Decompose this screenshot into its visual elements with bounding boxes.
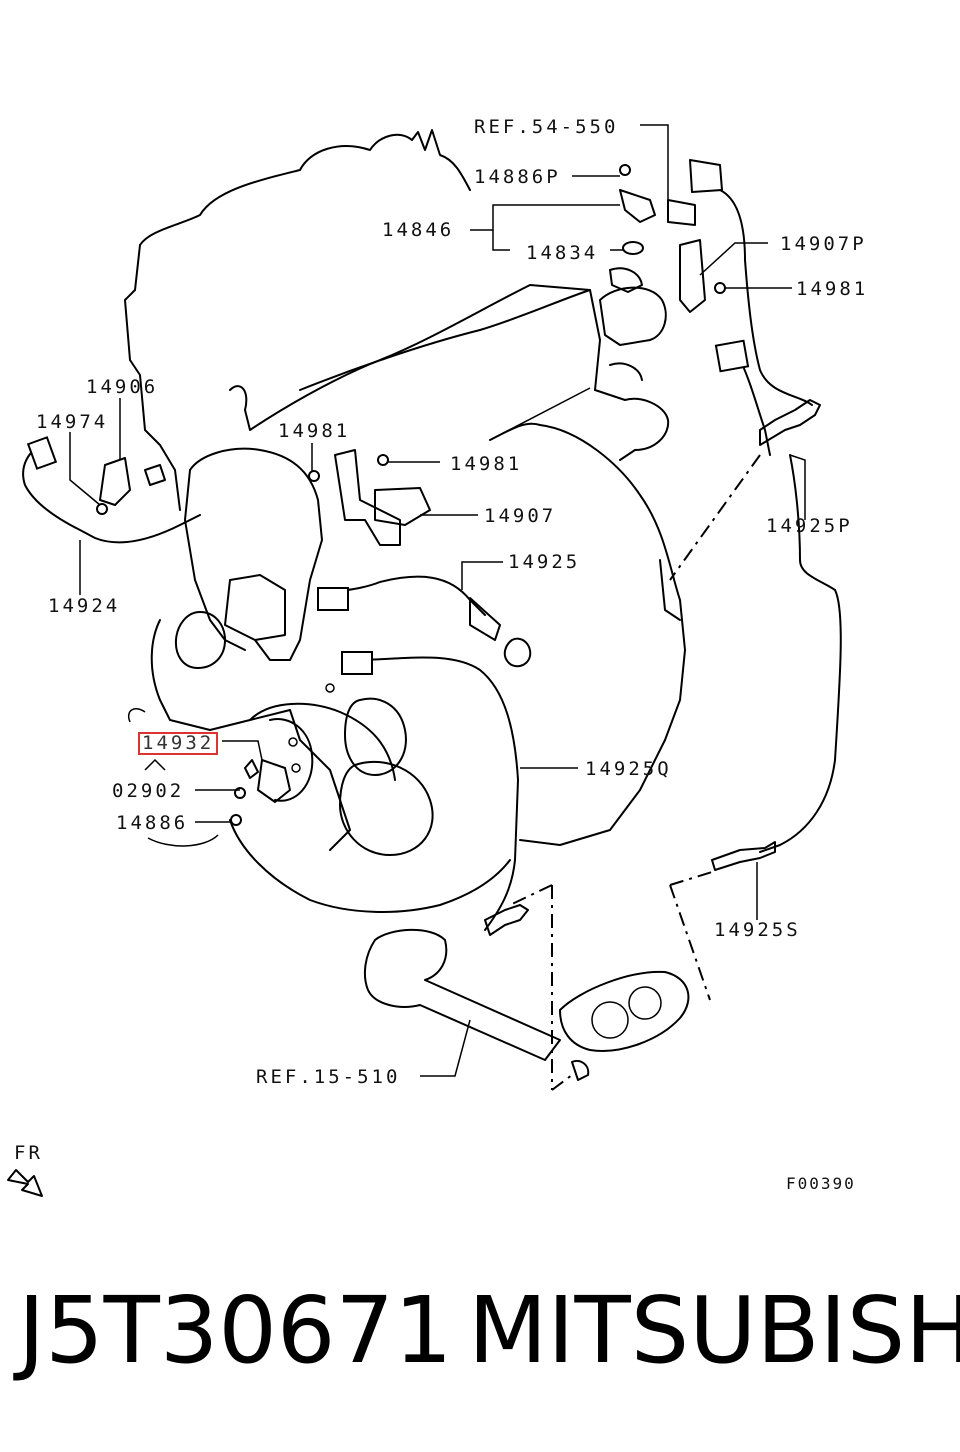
callout-ref-54-550[interactable]: REF.54-550	[474, 116, 619, 138]
callout-14925S[interactable]: 14925S	[714, 919, 801, 941]
callout-14886P[interactable]: 14886P	[474, 166, 561, 188]
callout-14907P[interactable]: 14907P	[780, 233, 867, 255]
callout-14906[interactable]: 14906	[86, 376, 159, 398]
callout-ref-15-510[interactable]: REF.15-510	[256, 1066, 401, 1088]
exhaust-parts	[363, 454, 761, 1091]
figure-code: F00390	[786, 1174, 856, 1193]
front-direction-arrow-icon	[7, 1169, 43, 1197]
engine-block-outline	[124, 129, 686, 913]
callout-14925[interactable]: 14925	[508, 551, 581, 573]
brand-name: MITSUBISHI	[468, 1277, 960, 1384]
callout-14932-highlighted[interactable]: 14932	[138, 732, 219, 755]
components	[26, 159, 821, 936]
part-number: J5T30671	[18, 1277, 453, 1384]
callout-14974[interactable]: 14974	[36, 411, 109, 433]
callout-14834[interactable]: 14834	[526, 242, 599, 264]
callout-14981-center[interactable]: 14981	[450, 453, 523, 475]
callout-14924[interactable]: 14924	[48, 595, 121, 617]
callout-14907[interactable]: 14907	[484, 505, 557, 527]
callout-14925P[interactable]: 14925P	[766, 515, 853, 537]
front-direction-label: FR	[14, 1142, 43, 1164]
callout-14925Q[interactable]: 14925Q	[585, 758, 672, 780]
callout-14886[interactable]: 14886	[116, 812, 189, 834]
callout-14846[interactable]: 14846	[382, 219, 455, 241]
leader-lines	[69, 124, 806, 1077]
callout-14981-right[interactable]: 14981	[796, 278, 869, 300]
callout-14981-mid[interactable]: 14981	[278, 420, 351, 442]
callout-02902[interactable]: 02902	[112, 780, 185, 802]
